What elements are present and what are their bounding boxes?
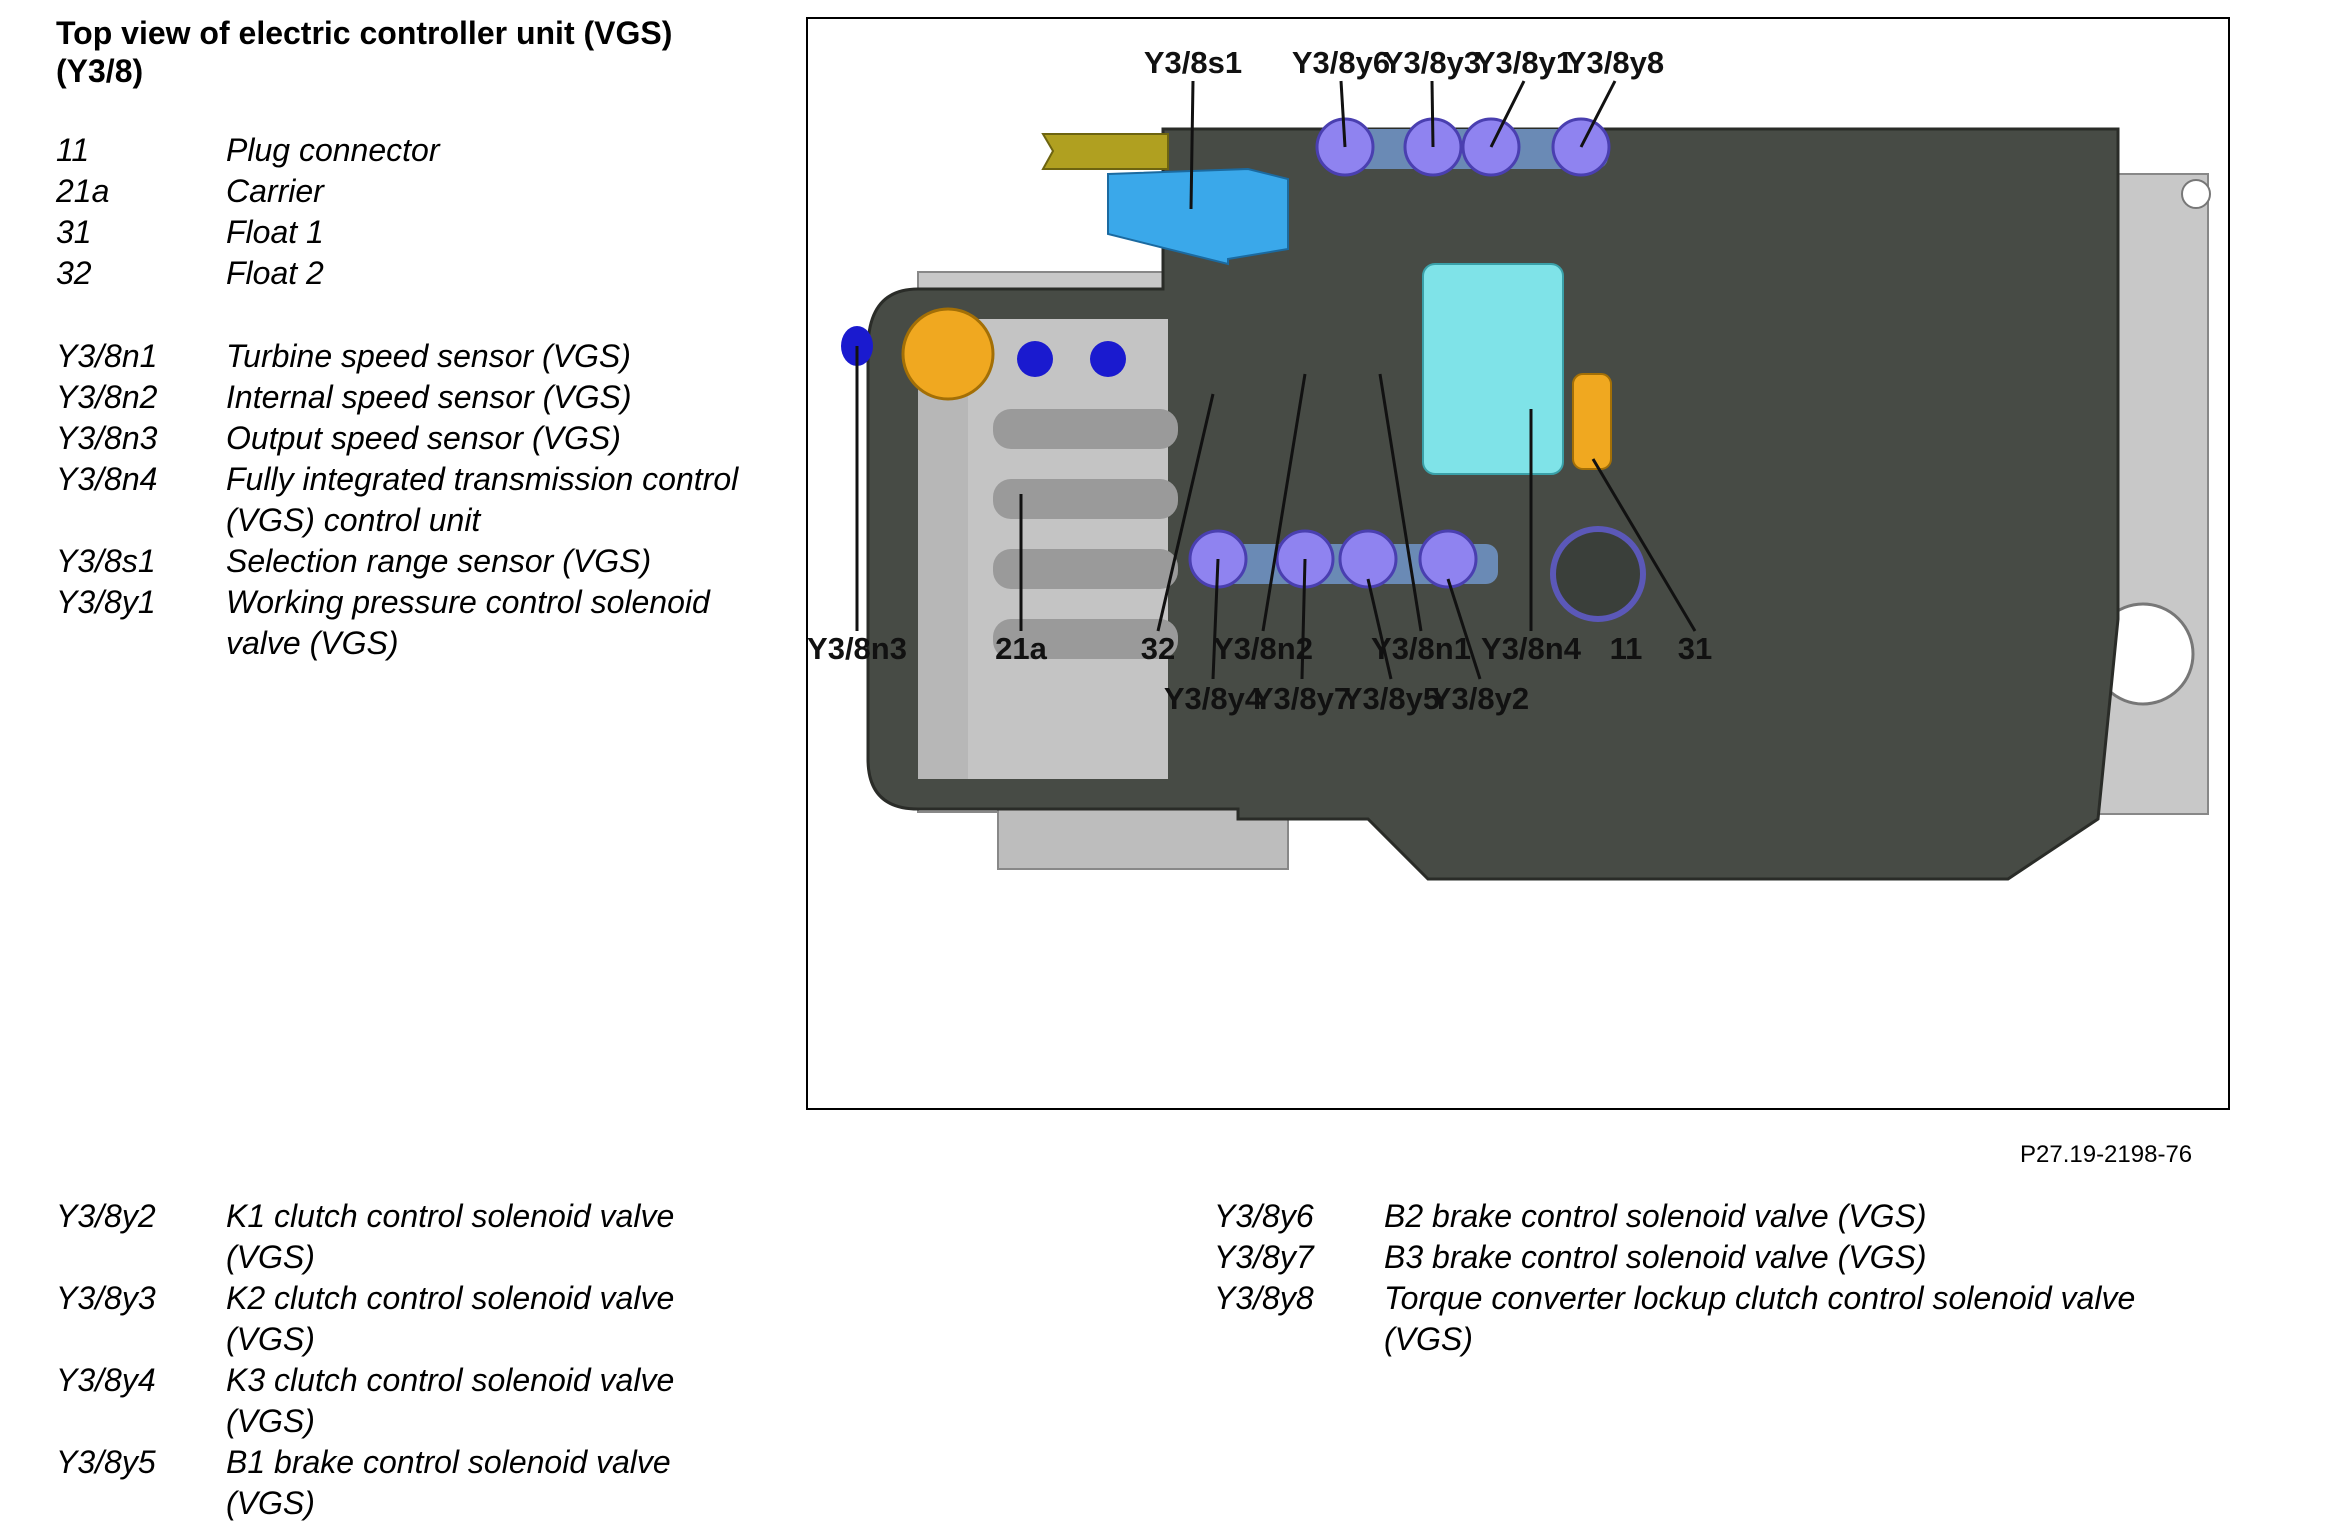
legend-item: Y3/8y3 K2 clutch control solenoid valve (… [56,1278,746,1360]
legend-desc: Torque converter lockup clutch control s… [1384,1280,2136,1357]
legend-code: Y3/8y2 [56,1198,156,1234]
legend-desc: K2 clutch control solenoid valve (VGS) [226,1280,675,1357]
legend-item: 11 Plug connector [56,130,746,171]
controller-diagram: Y3/8s1 Y3/8y6 Y3/8y3 Y3/8y1 Y3/8y8 Y3/8n… [806,17,2230,1110]
spool [993,479,1178,519]
legend-desc: Working pressure control solenoid valve … [226,584,710,661]
solenoid-valve-y5 [1338,529,1398,589]
legend-code: Y3/8n3 [56,420,158,456]
legend-item: 31 Float 1 [56,212,746,253]
legend-item: 21a Carrier [56,171,746,212]
legend-item: Y3/8y5 B1 brake control solenoid valve (V… [56,1442,746,1524]
legend-code: Y3/8y8 [1214,1280,1314,1316]
spool [993,619,1178,659]
legend-item: Y3/8n4 Fully integrated transmission cont… [56,459,746,541]
float-2 [901,307,995,401]
legend-code: Y3/8n1 [56,338,158,374]
legend-desc: K3 clutch control solenoid valve (VGS) [226,1362,675,1439]
legend-bottom-right: Y3/8y6 B2 brake control solenoid valve (V… [1214,1196,2204,1360]
figure-id: P27.19-2198-76 [2020,1141,2193,1168]
legend-item: Y3/8y1 Working pressure control solenoid … [56,582,746,664]
legend-desc: Fully integrated transmission control (V… [226,461,739,538]
callout-y3-8y5: Y3/8y5 [1342,681,1440,716]
float-1 [1572,373,1612,470]
callout-y3-8n1: Y3/8n1 [1371,631,1471,666]
legend-code: 21a [56,173,110,209]
legend-code: 32 [56,255,92,291]
callout-y3-8y8: Y3/8y8 [1566,45,1664,80]
legend-item: Y3/8n3 Output speed sensor (VGS) [56,418,746,459]
spool [993,549,1178,589]
callout-11: 11 [1610,631,1643,666]
legend-bottom-left: Y3/8y2 K1 clutch control solenoid valve (… [56,1196,746,1524]
page-title: Top view of electric controller unit (VG… [56,15,673,89]
legend-desc: Internal speed sensor (VGS) [226,379,632,415]
legend-desc: K1 clutch control solenoid valve (VGS) [226,1198,675,1275]
internal-speed-sensor [1017,341,1053,377]
selection-range-sensor [1107,167,1289,266]
legend-desc: Selection range sensor (VGS) [226,543,652,579]
solenoid-valve-y2 [1418,529,1478,589]
callout-y3-8y1: Y3/8y1 [1475,45,1573,80]
plate-hole [2181,179,2211,209]
legend-item: Y3/8y8 Torque converter lockup clutch con… [1214,1278,2204,1360]
legend-code: Y3/8n2 [56,379,158,415]
spool [993,409,1178,449]
legend-code: Y3/8y3 [56,1280,156,1316]
carrier-housing [866,127,2120,881]
callout-y3-8n2: Y3/8n2 [1213,631,1313,666]
legend-item: Y3/8y7 B3 brake control solenoid valve (V… [1214,1237,2204,1278]
legend-item: Y3/8n2 Internal speed sensor (VGS) [56,377,746,418]
callout-y3-8y2: Y3/8y2 [1431,681,1529,716]
callout-y3-8y6: Y3/8y6 [1292,45,1390,80]
callout-y3-8n4: Y3/8n4 [1481,631,1582,666]
legend-item: Y3/8y4 K3 clutch control solenoid valve (… [56,1360,746,1442]
legend-desc: B1 brake control solenoid valve (VGS) [226,1444,671,1521]
legend-code: Y3/8y5 [56,1444,156,1480]
legend-desc: B2 brake control solenoid valve (VGS) [1384,1198,1927,1234]
legend-item: Y3/8y6 B2 brake control solenoid valve (V… [1214,1196,2204,1237]
control-unit [1422,263,1564,475]
legend-desc: Carrier [226,173,324,209]
callout-y3-8s1: Y3/8s1 [1144,45,1242,80]
legend-top: 11 Plug connector 21a Carrier 31 Float 1 32… [56,130,746,664]
callout-32: 32 [1141,631,1175,666]
carrier-window [918,354,968,779]
callout-y3-8n3: Y3/8n3 [808,631,907,666]
legend-desc: Output speed sensor (VGS) [226,420,621,456]
legend-code: Y3/8y4 [56,1362,156,1398]
legend-desc: Float 2 [226,255,324,291]
legend-item: Y3/8s1 Selection range sensor (VGS) [56,541,746,582]
legend-desc: Turbine speed sensor (VGS) [226,338,631,374]
legend-item: 32 Float 2 [56,253,746,294]
legend-item: Y3/8n1 Turbine speed sensor (VGS) [56,336,746,377]
leader-lines [855,80,1697,680]
legend-desc: Float 1 [226,214,324,250]
legend-code: 11 [56,132,90,168]
legend-code: Y3/8y1 [56,584,156,620]
controller-illustration: Y3/8s1 Y3/8y6 Y3/8y3 Y3/8y1 Y3/8y8 Y3/8n… [808,45,2211,881]
bracket [1041,133,1169,170]
callout-31: 31 [1678,631,1712,666]
legend-code: Y3/8n4 [56,461,158,497]
legend-desc: Plug connector [226,132,440,168]
turbine-speed-sensor [1090,341,1126,377]
callout-y3-8y7: Y3/8y7 [1253,681,1351,716]
callout-y3-8y4: Y3/8y4 [1164,681,1263,716]
legend-code: Y3/8y6 [1214,1198,1314,1234]
legend-item: Y3/8y2 K1 clutch control solenoid valve (… [56,1196,746,1278]
callout-y3-8y3: Y3/8y3 [1383,45,1481,80]
legend-desc: B3 brake control solenoid valve (VGS) [1384,1239,1927,1275]
legend-code: Y3/8s1 [56,543,156,579]
callout-21a: 21a [995,631,1047,666]
legend-code: Y3/8y7 [1214,1239,1314,1275]
legend-code: 31 [56,214,92,250]
plug-connector [1550,526,1646,622]
